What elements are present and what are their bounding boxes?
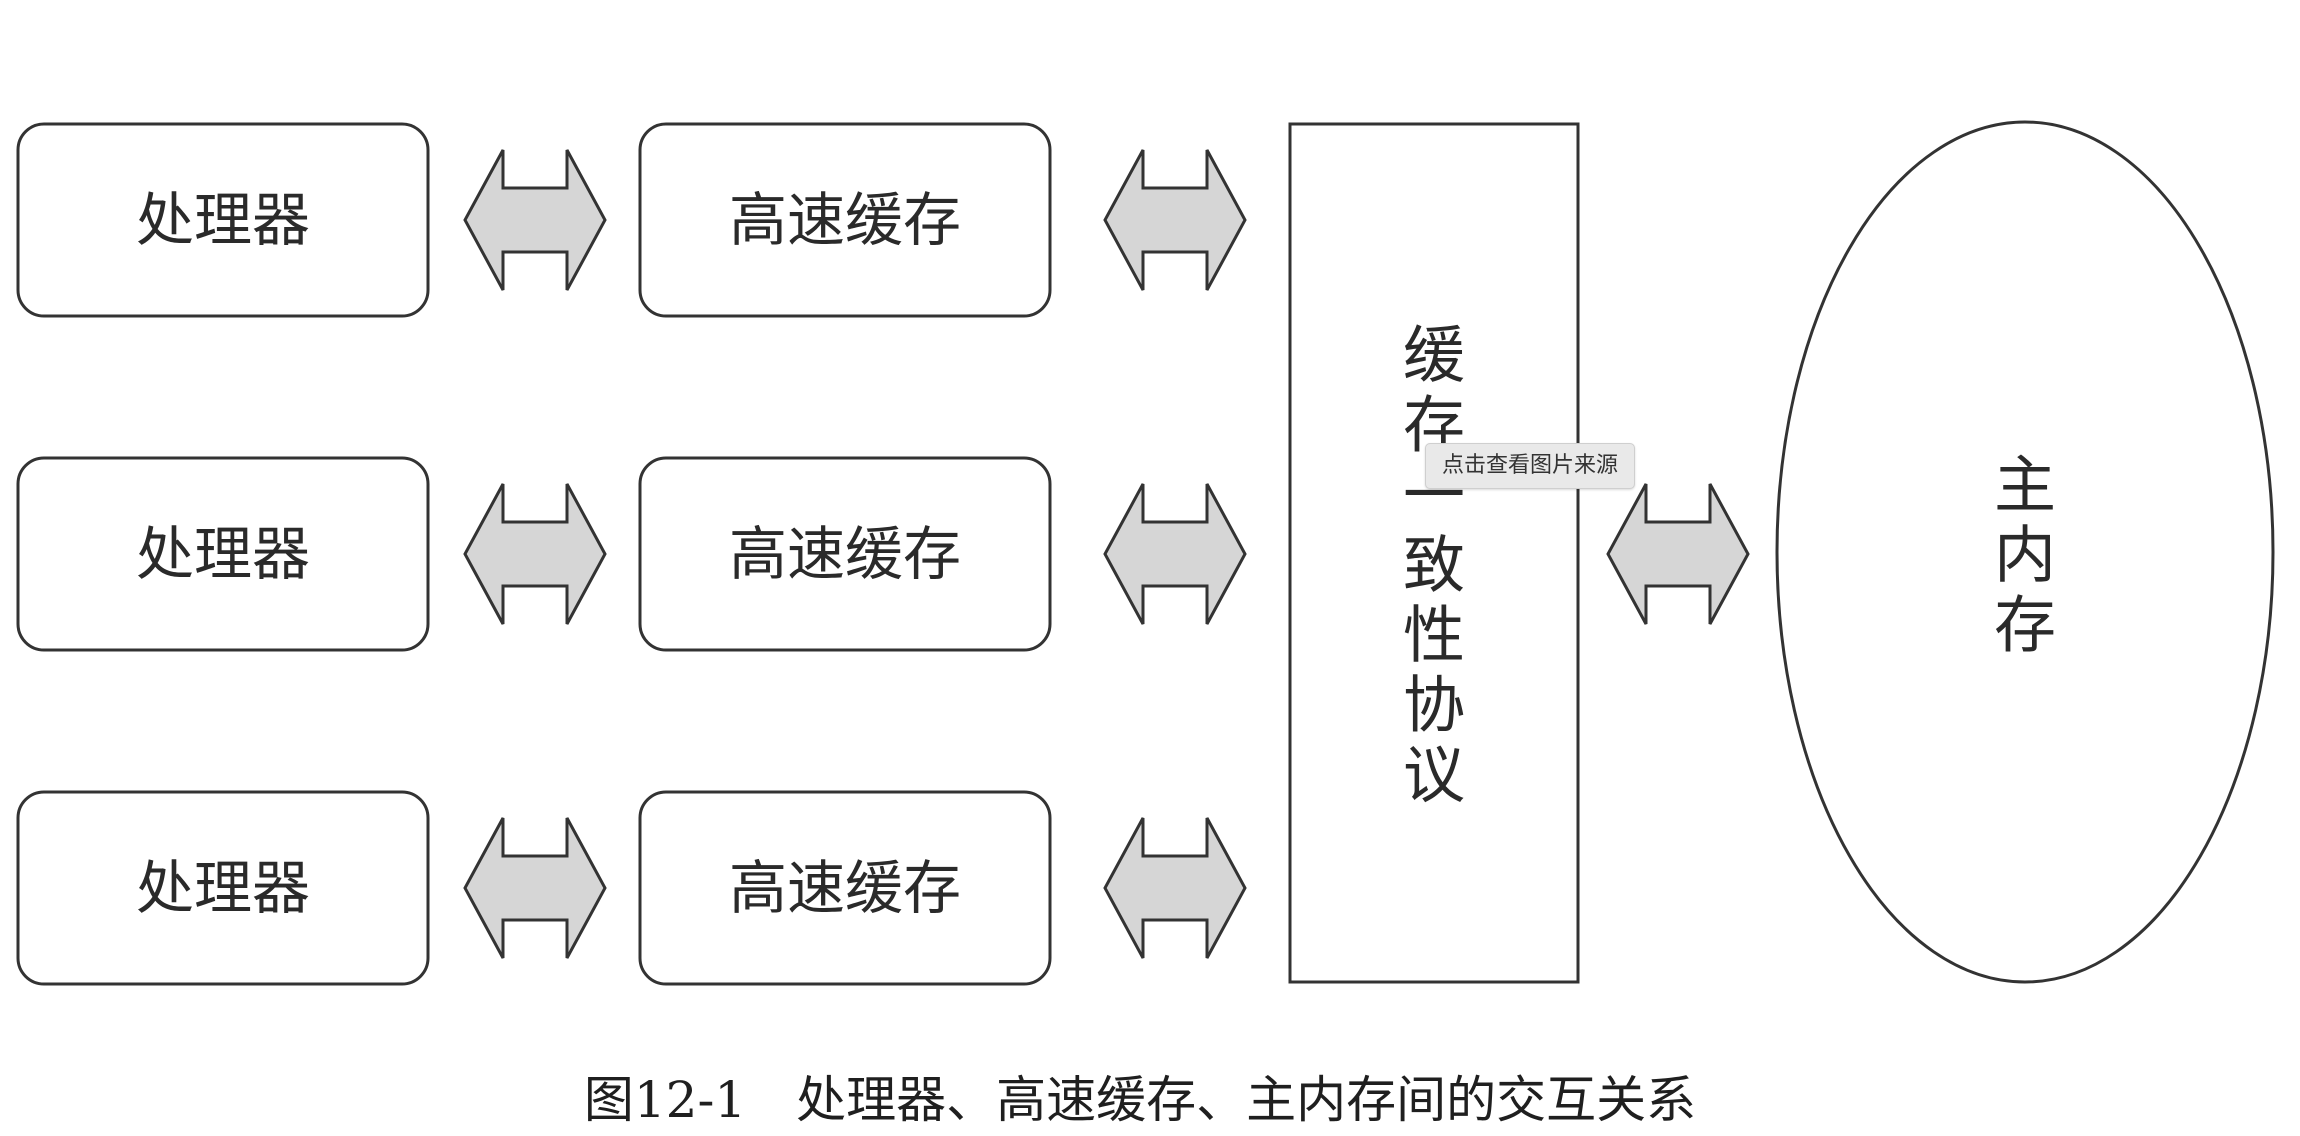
protocol-char: 致 <box>1403 529 1465 602</box>
row-1: 处理器 高速缓存 <box>16 122 1247 318</box>
view-source-tooltip[interactable]: 点击查看图片来源 <box>1425 443 1636 489</box>
protocol-char: 议 <box>1403 739 1465 812</box>
cache-label: 高速缓存 <box>729 854 961 922</box>
cache-label: 高速缓存 <box>729 186 961 254</box>
double-arrow <box>463 816 607 960</box>
memory-char: 主 <box>1994 449 2056 522</box>
memory-char: 存 <box>1994 589 2056 662</box>
double-arrow <box>1103 482 1247 626</box>
processor-label: 处理器 <box>136 854 310 922</box>
protocol-box <box>1288 122 1580 984</box>
double-arrow <box>1103 148 1247 292</box>
row-3: 处理器 高速缓存 <box>16 790 1247 986</box>
double-arrow-memory <box>1606 482 1750 626</box>
figure-caption: 图12-1 处理器、高速缓存、主内存间的交互关系 <box>584 1071 1696 1129</box>
protocol-char: 协 <box>1403 669 1465 742</box>
protocol-char: 性 <box>1403 599 1465 672</box>
cache-box <box>638 122 1052 318</box>
processor-label: 处理器 <box>136 186 310 254</box>
protocol-char: 缓 <box>1403 319 1465 392</box>
cache-label: 高速缓存 <box>729 520 961 588</box>
memory-char: 内 <box>1994 519 2056 592</box>
processor-box <box>16 122 430 318</box>
processor-box <box>16 790 430 986</box>
cache-box <box>638 790 1052 986</box>
memory-ellipse <box>1775 120 2275 984</box>
processor-box <box>16 456 430 652</box>
row-2: 处理器 高速缓存 <box>16 456 1247 652</box>
double-arrow <box>1103 816 1247 960</box>
main-memory: 主 内 存 <box>1775 120 2275 984</box>
double-arrow <box>463 148 607 292</box>
double-arrow <box>463 482 607 626</box>
processor-label: 处理器 <box>136 520 310 588</box>
cache-box <box>638 456 1052 652</box>
coherence-protocol: 缓 存 一 致 性 协 议 <box>1288 122 1580 984</box>
